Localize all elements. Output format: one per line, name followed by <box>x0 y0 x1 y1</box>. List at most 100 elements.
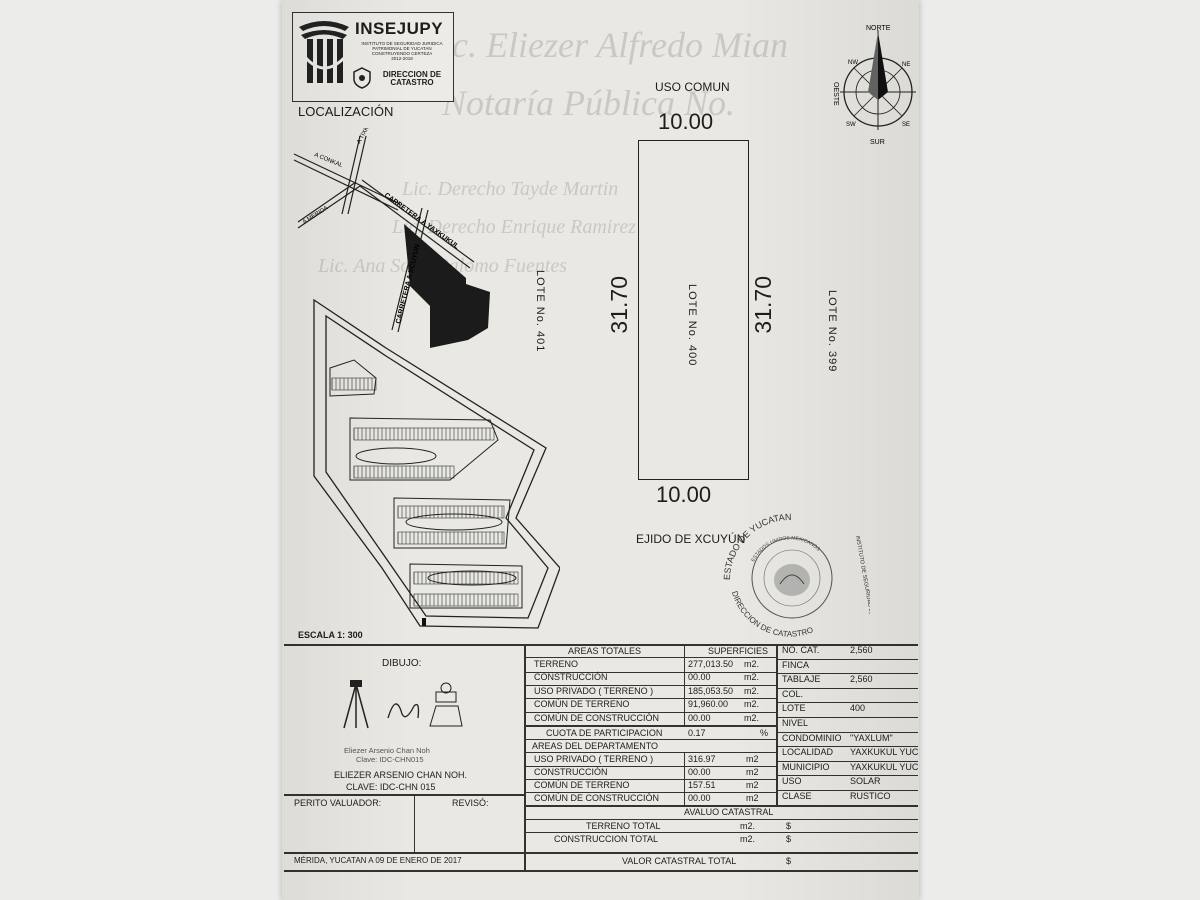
area-row-unit: m2. <box>744 685 760 696</box>
footer-date: MÉRIDA, YUCATAN A 09 DE ENERO DE 2017 <box>294 856 462 865</box>
depto-header: AREAS DEL DEPARTAMENTO <box>532 741 659 751</box>
valor-total-label: VALOR CATASTRAL TOTAL <box>622 856 737 866</box>
depto-row-value: 316.97 <box>688 754 716 764</box>
cuota-unit: % <box>760 728 769 738</box>
valor-total-value: $ <box>786 856 792 866</box>
catastro-row-value: SOLAR <box>850 776 881 787</box>
scale-label: ESCALA 1: 300 <box>298 630 363 640</box>
svg-text:NW: NW <box>848 60 858 66</box>
location-title: LOCALIZACIÓN <box>298 104 394 119</box>
dibujo-clave: CLAVE: IDC-CHN 015 <box>346 782 436 792</box>
document-page: Lic. Eliezer Alfredo Mian Notaría Públic… <box>282 0 919 900</box>
perito-label: PERITO VALUADOR: <box>294 798 382 808</box>
catastro-row-value: YAXKUKUL YUC <box>850 747 919 758</box>
depto-row-unit: m2 <box>746 767 759 777</box>
area-row-unit: m2. <box>744 659 760 669</box>
catastro-row-value: "YAXLUM" <box>850 732 893 743</box>
catastro-row-label: TABLAJE <box>782 674 821 685</box>
depto-row-label: CONSTRUCCIÓN <box>534 767 608 777</box>
cuota-value: 0.17 <box>688 728 706 738</box>
area-row-label: TERRENO <box>534 659 579 669</box>
dibujo-small-name: Eliezer Arsenio Chan Noh <box>344 746 430 755</box>
watermark-line-3: Lic. Derecho Tayde Martin <box>402 178 619 200</box>
plot-right-dimension: 31.70 <box>750 276 776 334</box>
lote-400-label: LOTE No. 400 <box>686 284 698 367</box>
watermark-line-2: Notaría Pública No. <box>442 83 736 123</box>
area-row-value: 00.00 <box>688 672 711 683</box>
area-row-label: CONSTRUCCIÓN <box>534 672 608 683</box>
depto-row-unit: m2 <box>746 754 759 764</box>
terreno-total-value: $ <box>786 821 792 831</box>
catastro-row-value: 2,560 <box>850 645 873 655</box>
area-row-value: 00.00 <box>688 712 711 723</box>
logo-title: INSEJUPY <box>355 19 444 38</box>
logo-dept: DIRECCION DE CATASTRO <box>382 70 442 87</box>
insejupy-logo-icon <box>299 21 349 83</box>
dibujo-title: DIBUJO: <box>382 658 422 669</box>
catastro-row-value: YAXKUKUL YUC <box>850 761 919 772</box>
cadastral-data-block: DIBUJO: Eliezer Arsenio Chan Noh Clave: … <box>284 644 919 872</box>
road-label-merida: A MERIDA <box>302 205 330 225</box>
svg-text:SE: SE <box>902 122 910 128</box>
plot-left-dimension: 31.70 <box>606 276 632 334</box>
area-row-unit: m2. <box>744 712 760 723</box>
compass-oeste: OESTE <box>832 82 839 106</box>
depto-row-label: USO PRIVADO ( TERRENO ) <box>534 754 654 764</box>
catastro-row-label: CLASE <box>782 791 812 801</box>
catastro-row-label: NIVEL <box>782 718 809 728</box>
catastro-row-label: USO <box>782 776 802 787</box>
terreno-total-label: TERRENO TOTAL <box>586 821 661 831</box>
catastro-row-label: MUNICIPIO <box>782 761 830 772</box>
official-seal: ESTADO DE YUCATAN ESTADOS UNIDOS MEXICAN… <box>722 512 870 650</box>
lote-399-label: LOTE No. 399 <box>826 290 838 373</box>
svg-text:ESTADOS UNIDOS MEXICANOS: ESTADOS UNIDOS MEXICANOS <box>750 535 821 563</box>
area-row-value: 91,960.00 <box>688 699 729 710</box>
shield-icon <box>353 67 371 89</box>
depto-row-value: 157.51 <box>688 780 716 790</box>
surveyor-signature-icon <box>343 680 463 729</box>
depto-row-label: COMÚN DE TERRENO <box>534 780 630 790</box>
road-label-tixkokob: A TIXKOKOB <box>356 128 378 145</box>
compass-south: SUR <box>870 139 885 146</box>
plot-bottom-label: EJIDO DE XCUYÚN <box>636 532 746 546</box>
depto-row-unit: m2 <box>746 780 759 790</box>
superficies-header: SUPERFICIES <box>708 646 769 656</box>
catastro-row-label: LOCALIDAD <box>782 747 834 758</box>
svg-text:DIRECCION DE CATASTRO: DIRECCION DE CATASTRO <box>730 590 814 639</box>
catastro-row-value: RUSTICO <box>850 791 891 801</box>
catastro-row-value: 2,560 <box>850 674 873 685</box>
reviso-label: REVISÓ: <box>452 798 489 808</box>
catastro-row-value: 400 <box>850 703 866 714</box>
area-row-value: 277,013.50 <box>688 659 734 669</box>
dibujo-small-clave: Clave: IDC-CHN015 <box>356 755 424 764</box>
location-map: A CONKAL A MERIDA A TIXKOKOB CARRETERA A… <box>293 128 560 629</box>
svg-text:NE: NE <box>902 62 910 68</box>
dibujo-name: ELIEZER ARSENIO CHAN NOH. <box>334 770 468 780</box>
area-row-value: 185,053.50 <box>688 685 734 696</box>
cuota-label: CUOTA DE PARTICIPACION <box>546 728 663 738</box>
seal-inner-text: ESTADOS UNIDOS MEXICANOS <box>750 535 821 563</box>
catastro-row-label: FINCA <box>782 659 809 670</box>
construccion-total-value: $ <box>786 834 792 844</box>
catastro-row-label: NO. CAT. <box>782 645 820 655</box>
plot-top-label: USO COMUN <box>655 80 730 94</box>
area-row-label: COMÚN DE CONSTRUCCIÓN <box>534 712 659 723</box>
insejupy-logo-box: INSEJUPY INSTITUTO DE SEGURIDAD JURIDICA… <box>292 12 454 102</box>
compass-north: NORTE <box>866 25 891 32</box>
depto-row-value: 00.00 <box>688 793 711 803</box>
compass-rose-icon: NORTE SUR NE NW SE SW OESTE <box>832 25 916 146</box>
depto-row-label: COMÚN DE CONSTRUCCIÓN <box>534 793 659 803</box>
areas-header: AREAS TOTALES <box>568 646 642 656</box>
logo-subtitle: INSTITUTO DE SEGURIDAD JURIDICA PATRIMON… <box>361 41 443 61</box>
avaluo-label: AVALUO CATASTRAL <box>684 807 774 817</box>
road-label-conkal: A CONKAL <box>313 152 344 169</box>
area-row-unit: m2. <box>744 699 760 710</box>
area-row-unit: m2. <box>744 672 760 683</box>
plot-bottom-dimension: 10.00 <box>656 482 712 507</box>
watermark-line-4: Lic. Derecho Enrique Ramirez <box>392 216 637 238</box>
watermark-line-1: Lic. Eliezer Alfredo Mian <box>422 25 788 65</box>
seal-bottom-text: DIRECCION DE CATASTRO <box>730 590 814 639</box>
area-row-label: COMÚN DE TERRENO <box>534 699 630 710</box>
lote-400-outline <box>638 140 749 480</box>
catastro-row-label: COL. <box>782 688 804 699</box>
